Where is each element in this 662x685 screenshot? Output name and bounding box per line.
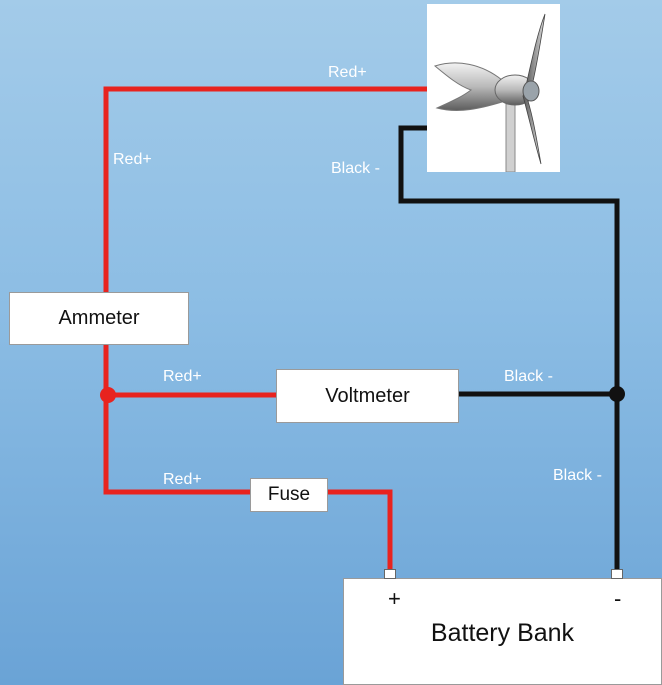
battery-negative-sign: -: [614, 586, 622, 611]
wind-turbine-image: [427, 4, 560, 173]
voltmeter-box: Voltmeter: [276, 369, 459, 423]
red-junction-dot: [100, 387, 116, 403]
wind-turbine-icon: [433, 13, 546, 173]
label-vertical-red: Red+: [113, 151, 152, 168]
label-battery-black: Black -: [553, 467, 602, 484]
battery-bank-label: Battery Bank: [430, 619, 575, 647]
red-wire-junction-to-fuse: [103, 395, 250, 495]
fuse-label: Fuse: [267, 484, 311, 505]
ammeter-label: Ammeter: [58, 307, 140, 329]
red-wire-turbine-to-ammeter: [103, 86, 427, 293]
label-fuse-red: Red+: [163, 471, 202, 488]
ammeter-box: Ammeter: [9, 292, 189, 345]
battery-positive-sign: +: [388, 586, 401, 611]
label-voltmeter-black: Black -: [504, 368, 553, 385]
label-voltmeter-red: Red+: [163, 368, 202, 385]
black-wire-turbine-to-battery: [398, 125, 620, 570]
black-junction-dot: [609, 386, 625, 402]
fuse-box: Fuse: [250, 478, 328, 512]
battery-positive-terminal: [384, 569, 396, 579]
label-turbine-black: Black -: [331, 160, 380, 177]
battery-negative-terminal: [611, 569, 623, 579]
voltmeter-label: Voltmeter: [325, 384, 410, 407]
label-turbine-red: Red+: [328, 64, 367, 81]
battery-bank: Battery Bank: [343, 578, 662, 685]
red-wire-fuse-to-battery: [327, 489, 393, 570]
